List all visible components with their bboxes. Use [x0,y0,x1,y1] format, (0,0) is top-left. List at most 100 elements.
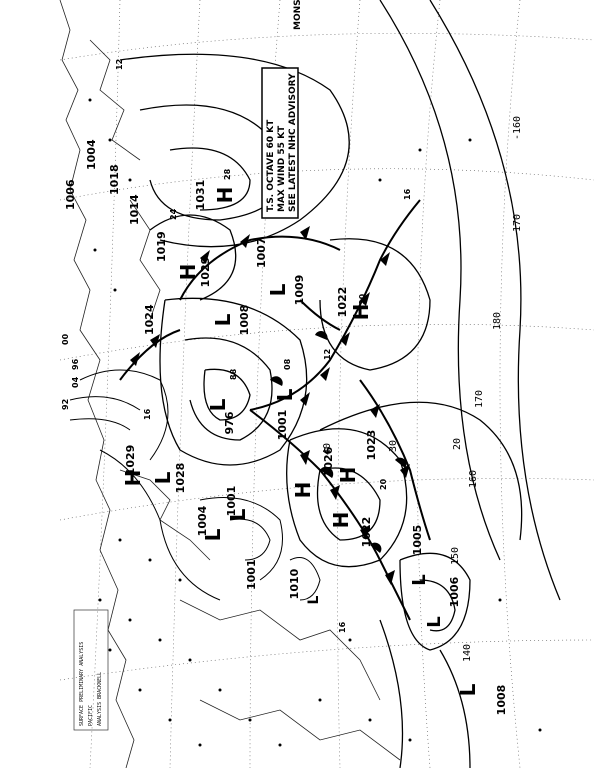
low-center: L 1001 [225,486,250,522]
svg-text:1022: 1022 [360,517,373,548]
svg-text:08: 08 [283,358,292,370]
svg-text:L: L [266,283,290,296]
svg-text:1001: 1001 [276,410,289,441]
svg-text:24: 24 [169,208,178,220]
svg-text:16: 16 [338,621,347,633]
low-center: L 1008 [456,683,508,715]
svg-text:976: 976 [223,411,236,434]
svg-text:1001: 1001 [245,559,258,590]
svg-text:88: 88 [229,368,238,380]
svg-text:28: 28 [223,168,232,180]
advisory-line-2: MAX WIND 55 KT [277,125,287,212]
svg-text:1008: 1008 [495,685,508,716]
isobars [69,0,561,768]
svg-text:170: 170 [474,390,485,408]
svg-text:L: L [273,388,297,401]
isobar-value-labels: 12 16 20 24 28 08 04 00 96 92 88 16 20 1… [61,59,412,633]
svg-text:20: 20 [358,293,367,305]
high-center: H 1026 [291,446,335,498]
high-center: H 1031 [194,180,237,211]
advisory-line-3: SEE LATEST NHC ADVISORY [288,73,298,212]
high-center: H 1023 [336,430,378,484]
latitude-labels: 20 30 40 [322,438,463,455]
svg-text:20: 20 [452,438,463,450]
low-center: L 1010 [288,568,322,604]
storm-advisory-box: T.S. OCTAVE 60 KT MAX WIND 55 KT SEE LAT… [261,67,299,219]
svg-text:L: L [409,574,430,585]
svg-text:L: L [306,595,322,604]
corner-label: MONSO [293,0,303,30]
svg-text:L: L [424,616,445,627]
coastline [59,0,401,768]
svg-text:1008: 1008 [238,305,251,336]
svg-text:1014: 1014 [128,194,141,225]
svg-text:-160: -160 [512,116,523,140]
svg-text:1022: 1022 [336,287,349,318]
low-center: L 1004 [196,505,225,541]
svg-text:1006: 1006 [64,179,77,210]
low-center: L 1009 [266,275,306,306]
low-center: L 976 [206,398,236,434]
svg-text:180: 180 [492,312,503,330]
graticule [59,0,594,768]
svg-text:1010: 1010 [288,568,301,599]
svg-text:1029: 1029 [199,257,212,288]
svg-text:1004: 1004 [196,505,209,536]
svg-text:H: H [176,264,200,281]
svg-text:1023: 1023 [365,430,378,461]
low-center: L 1006 [424,576,461,627]
pressure-labels: 1007 1019 1024 1018 1014 1004 1001 1006 [64,139,268,590]
svg-text:H: H [336,467,360,484]
svg-text:L: L [211,313,235,326]
svg-text:96: 96 [71,358,80,370]
svg-text:H: H [121,470,145,487]
svg-text:L: L [201,528,225,541]
svg-text:1028: 1028 [174,463,187,494]
legend-line-2: PACIFIC [88,705,94,726]
svg-text:L: L [226,508,250,521]
svg-text:-170: -170 [512,214,523,238]
station-plots [88,98,542,747]
pressure-centers-high: H 1031 H 1029 H 1022 H 1029 L 1028 H 102… [121,180,378,548]
svg-text:12: 12 [323,349,332,360]
svg-text:H: H [349,304,373,321]
svg-text:1026: 1026 [322,446,335,477]
svg-text:H: H [329,512,353,529]
low-center: L 1001 [273,388,297,440]
svg-text:140: 140 [462,644,473,662]
svg-text:1005: 1005 [411,525,424,556]
svg-text:1019: 1019 [155,231,168,262]
svg-text:H: H [213,187,237,204]
svg-text:1009: 1009 [293,275,306,306]
fronts [119,199,431,621]
high-center: H 1029 [176,257,212,288]
svg-text:L: L [151,471,175,484]
legend-line-1: SURFACE PRELIMINARY ANALYSIS [79,642,85,726]
svg-text:1029: 1029 [124,445,137,476]
svg-text:40: 40 [322,443,333,455]
high-center: L 1028 [151,463,187,494]
svg-text:92: 92 [61,399,70,410]
analysis-legend: SURFACE PRELIMINARY ANALYSIS PACIFIC ANA… [73,609,109,731]
high-center: H 1022 [336,287,373,321]
svg-text:L: L [456,683,480,696]
legend-line-3: ANALYSIS BRACKNELL [97,672,103,726]
svg-text:1031: 1031 [194,180,207,211]
svg-text:20: 20 [379,478,388,490]
svg-text:1024: 1024 [143,304,156,335]
svg-text:H: H [291,482,315,499]
svg-text:150: 150 [450,547,461,565]
svg-text:1018: 1018 [108,164,121,195]
svg-text:1001: 1001 [225,486,238,517]
svg-text:1004: 1004 [85,139,98,170]
high-center: H 1029 [121,445,145,487]
high-center: H 1022 [329,512,373,548]
svg-text:16: 16 [143,408,152,420]
svg-text:1007: 1007 [255,237,268,268]
svg-text:16: 16 [403,188,412,200]
advisory-line-1: T.S. OCTAVE 60 KT [266,119,276,212]
longitude-labels: -160 -170 180 170 160 150 140 [450,116,523,662]
low-center: L 1005 [409,525,430,586]
svg-text:1006: 1006 [448,576,461,607]
